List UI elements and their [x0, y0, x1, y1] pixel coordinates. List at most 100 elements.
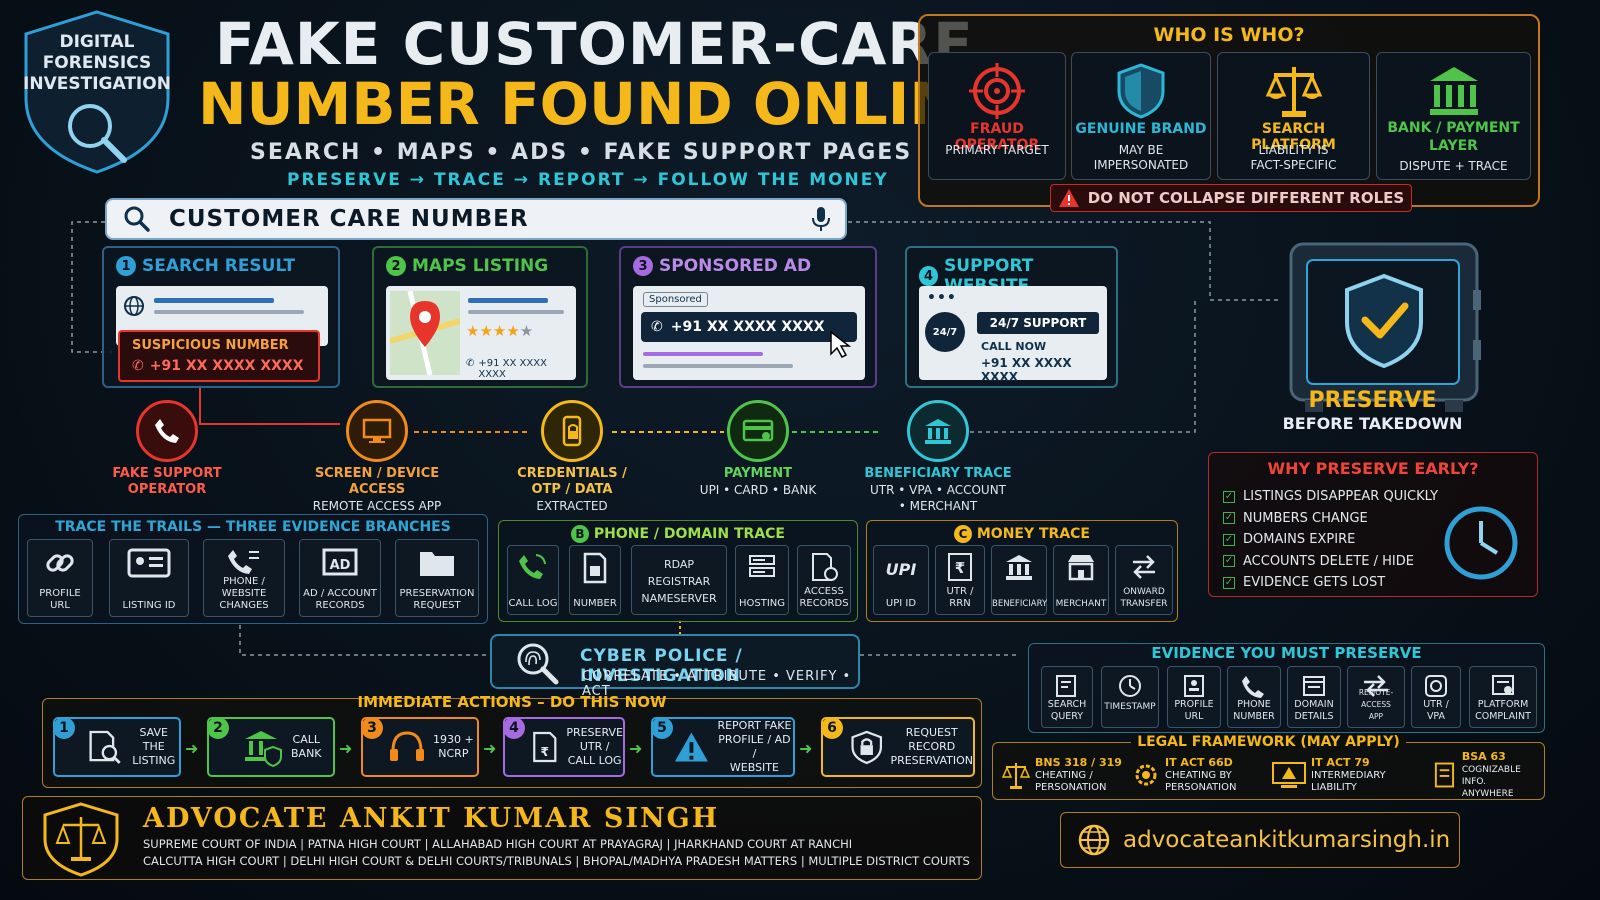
why-preserve-panel: WHY PRESERVE EARLY? ✓LISTINGS DISAPPEAR … [1208, 452, 1538, 597]
rupee-doc-icon: ₹ [533, 731, 557, 763]
tile-beneficiary: BENEFICIARY [991, 545, 1047, 615]
who-is-who-panel: WHO IS WHO? FRAUD OPERATOR PRIMARY TARGE… [918, 14, 1540, 212]
safe-icon [1285, 240, 1483, 420]
who-card-title: FRAUD OPERATOR [954, 121, 1040, 153]
phone-icon: ✆ [132, 358, 144, 374]
tile-label: AD / ACCOUNT [303, 588, 377, 599]
search-bar[interactable]: CUSTOMER CARE NUMBER [105, 198, 847, 240]
flow-label: PAYMENT [723, 466, 793, 481]
maps-card: ★★★★★ ✆+91 XX XXXX XXXX [386, 286, 576, 380]
arrow-icon: ➜ [483, 739, 497, 758]
who-card-desc2: FACT-SPECIFIC [1250, 158, 1337, 172]
evidence-title: EVIDENCE YOU MUST PRESERVE [1151, 644, 1422, 662]
step-number: 3 [633, 256, 653, 276]
suspicious-number-card[interactable]: SUSPICIOUS NUMBER ✆+91 XX XXXX XXXX [118, 330, 320, 382]
flow-label: FAKE SUPPORT [112, 466, 222, 481]
checkbox-icon: ✓ [1223, 512, 1235, 525]
search-query: CUSTOMER CARE NUMBER [169, 206, 529, 232]
tagline: PRESERVE → TRACE → REPORT → FOLLOW THE M… [287, 170, 889, 190]
courts-line2: CALCUTTA HIGH COURT | DELHI HIGH COURT &… [143, 854, 970, 868]
who-card-bank: BANK / PAYMENT LAYER DISPUTE + TRACE [1376, 52, 1531, 180]
action-label: REQUEST [905, 726, 958, 739]
phone-icon: ✆ [651, 319, 663, 335]
actions-title: IMMEDIATE ACTIONS – DO THIS NOW [357, 693, 667, 711]
cyber-title: CYBER POLICE / INVESTIGATION [580, 646, 743, 686]
svg-text:₹: ₹ [955, 559, 965, 577]
headset-icon: 24/7 [925, 312, 965, 352]
lock-shield-icon [851, 730, 883, 765]
call-log-icon [519, 554, 546, 579]
arrow-icon: ➜ [339, 739, 353, 758]
arrow-icon: ➜ [185, 739, 199, 758]
checkbox-icon: ✓ [1223, 555, 1235, 568]
action-label: REPORT FAKE [717, 719, 792, 732]
action-number: 6 [821, 717, 843, 739]
tile-label: PRESERVATION [399, 588, 475, 599]
title-line2: NUMBER FOUND ONLINE? [198, 70, 1032, 138]
trails-title: TRACE THE TRAILS — THREE EVIDENCE BRANCH… [55, 519, 451, 535]
website-link[interactable]: advocateankitkumarsingh.in [1060, 812, 1460, 868]
warning-icon [1058, 189, 1079, 207]
cyber-police-panel: CYBER POLICE / INVESTIGATION CORRELATE •… [490, 634, 860, 699]
flow-sub: UPI • CARD • BANK [699, 483, 817, 497]
preserve-subtitle: BEFORE TAKEDOWN [1282, 414, 1463, 433]
action-label2: BANK [291, 747, 322, 760]
complaint-icon [1492, 675, 1514, 695]
tile-label2: CHANGES [219, 600, 269, 611]
action-label2: RECORD [908, 740, 956, 753]
records-icon [812, 553, 838, 581]
tile-hosting: HOSTING [735, 545, 789, 615]
who-card-desc: LIABILITY IS [1258, 143, 1329, 157]
legal-heading: BNS 318 / 319 [1035, 755, 1122, 769]
why-item-label: EVIDENCE GETS LOST [1243, 575, 1386, 591]
tile-label: SEARCH [1047, 699, 1087, 710]
cyber-subtitle: CORRELATE • ATTRIBUTE • VERIFY • ACT [582, 669, 852, 699]
browser-dots-icon: ••• [927, 290, 957, 306]
why-item: ✓NUMBERS CHANGE [1223, 508, 1438, 530]
flow-label2: ACCESS [348, 482, 406, 497]
remote-access-icon [1364, 675, 1388, 697]
legal-label2: PERSONATION [1165, 781, 1237, 793]
action-1930-ncrp[interactable]: 3 1930 +NCRP [361, 717, 479, 777]
branch-badge: C [953, 525, 972, 543]
svg-text:AD: AD [330, 558, 351, 573]
phone-icon [1242, 676, 1264, 698]
microphone-icon[interactable] [811, 205, 831, 233]
law-shield-icon [43, 802, 119, 877]
why-item: ✓DOMAINS EXPIRE [1223, 529, 1438, 551]
action-label3: WEBSITE [729, 761, 779, 774]
tile-label3: NAMESERVER [641, 592, 717, 605]
rupee-doc-icon: ₹ [948, 553, 972, 581]
action-label2: UTR / [579, 740, 610, 753]
phone-trace-title: PHONE / DOMAIN TRACE [593, 526, 785, 542]
who-card-title: GENUINE BRAND [1075, 121, 1207, 137]
step-title: SEARCH RESULT [142, 256, 296, 276]
flow-beneficiary: BENEFICIARY TRACE UTR • VPA • ACCOUNT • … [850, 400, 1026, 514]
bank-icon [1006, 555, 1032, 580]
server-icon [749, 555, 775, 577]
action-label: CALL [292, 733, 320, 746]
tile-label2: COMPLAINT [1475, 711, 1531, 722]
suspicious-phone: +91 XX XXXX XXXX [149, 358, 304, 374]
sponsored-call-button[interactable]: ✆+91 XX XXXX XXXX [641, 312, 857, 342]
evidence-timestamp: TIMESTAMP [1101, 666, 1159, 728]
tile-label: ACCESS [804, 586, 844, 597]
action-label: PRESERVE [566, 726, 623, 739]
step-title: SPONSORED AD [659, 256, 812, 276]
action-number: 3 [361, 717, 383, 739]
legal-label: INTERMEDIARY [1311, 769, 1386, 781]
badge-line3: INVESTIGATION [23, 74, 171, 94]
who-card-desc: MAY BE [1118, 143, 1164, 157]
globe-icon [1078, 824, 1110, 856]
